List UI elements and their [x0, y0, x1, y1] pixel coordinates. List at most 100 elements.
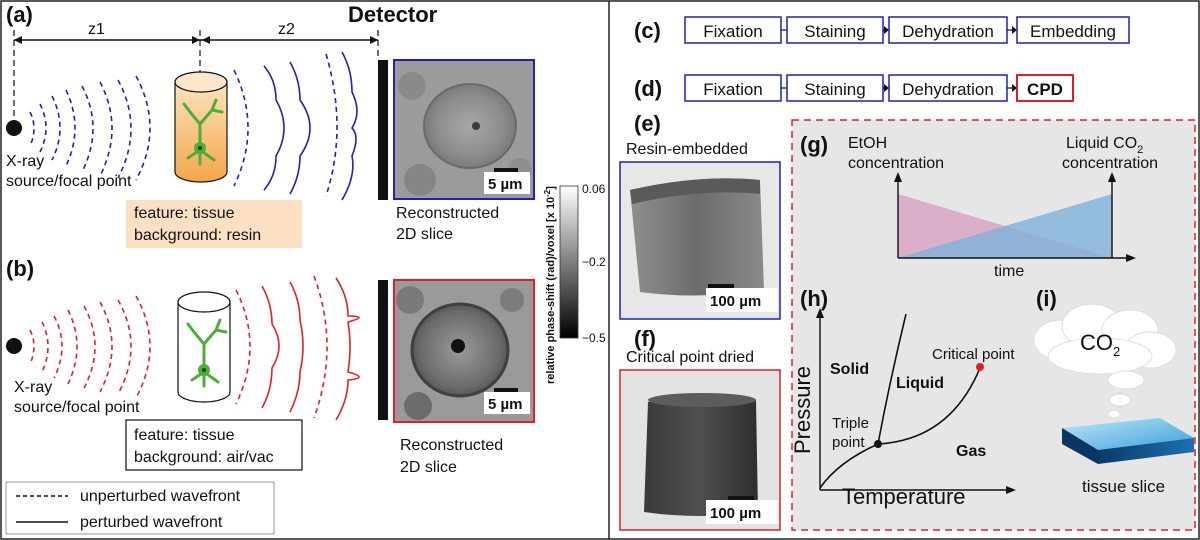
wavefronts-unperturbed-a	[29, 53, 338, 197]
xray-source-b	[6, 338, 22, 354]
panel-b: (b) X-ray source/focal point	[6, 256, 535, 476]
protocol-d-step-4: CPD	[1027, 80, 1063, 99]
label-b: (b)	[6, 256, 34, 281]
panel-c: (c) Fixation Staining Dehydration Embedd…	[634, 16, 1130, 44]
scale-f: 100 µm	[710, 505, 761, 522]
recon-a-line1: Reconstructed	[396, 205, 499, 222]
etoh-line2: concentration	[848, 155, 944, 172]
wavefronts-perturbed-b	[261, 277, 360, 421]
sublimation-curve	[819, 443, 879, 489]
z1-label: z1	[88, 21, 105, 38]
protocol-c-step-4: Embedding	[1030, 22, 1116, 41]
colorbar-tick-bot: −0.5	[582, 331, 606, 345]
co2-conc-line2: concentration	[1062, 155, 1158, 172]
sample-f-title: Critical point dried	[626, 349, 754, 366]
xray-source-a	[6, 120, 22, 136]
detector-bar-b	[378, 280, 388, 420]
protocol-c-flow: Fixation Staining Dehydration Embedding	[684, 16, 1130, 44]
recon-b-line2: 2D slice	[400, 459, 457, 476]
melting-curve	[877, 313, 907, 445]
scale-e: 100 µm	[710, 293, 761, 310]
z2-label: z2	[278, 21, 295, 38]
legend-dashed: unperturbed wavefront	[80, 488, 241, 505]
label-e: (e)	[634, 111, 661, 136]
feature-a: feature: tissue	[134, 205, 235, 222]
sample-f-block	[644, 397, 758, 516]
detector-bar-a	[378, 60, 388, 200]
label-c: (c)	[634, 18, 661, 43]
recon-image-b: 5 µm	[393, 279, 535, 423]
panel-g: (g) EtOH concentration Liquid CO2 concen…	[800, 132, 1158, 280]
legend-solid: perturbed wavefront	[80, 514, 223, 531]
sample-e-block	[630, 178, 764, 296]
protocol-c-step-2: Staining	[804, 22, 865, 41]
protocol-d-step-1: Fixation	[703, 80, 763, 99]
triple-point-dot	[874, 440, 882, 448]
colorbar-tick-top: 0.06	[582, 182, 606, 196]
label-g: (g)	[800, 132, 828, 157]
sample-cylinder-b	[177, 291, 231, 403]
critical-point-dot	[976, 363, 984, 371]
time-label: time	[994, 263, 1024, 280]
label-a: (a)	[6, 2, 33, 27]
colorbar-label: relative phase-shift (rad)/voxel [x 10-2…	[543, 186, 557, 384]
scale-bar-a: 5 µm	[488, 176, 523, 193]
wavefronts-perturbed-a	[263, 51, 358, 201]
feature-b: feature: tissue	[134, 427, 235, 444]
neuron-icon-b	[186, 318, 228, 388]
recon-a-line2: 2D slice	[396, 226, 453, 243]
pressure-label: Pressure	[790, 366, 815, 454]
protocol-c-step-3: Dehydration	[902, 22, 994, 41]
panel-d: (d) Fixation Staining Dehydration CPD	[634, 74, 1074, 102]
temperature-label: Temperature	[842, 484, 966, 509]
feature-box-b	[125, 419, 303, 471]
panel-i: (i) CO2 tissue slice	[1033, 286, 1194, 496]
background-b: background: air/vac	[134, 449, 274, 466]
protocol-d-flow: Fixation Staining Dehydration CPD	[684, 74, 1074, 102]
vaporization-curve	[877, 367, 981, 445]
etoh-line1: EtOH	[848, 135, 887, 152]
recon-b-line1: Reconstructed	[400, 437, 503, 454]
label-d: (d)	[634, 76, 662, 101]
sample-cylinder-a	[174, 71, 228, 183]
critical-label: Critical point	[932, 346, 1015, 363]
label-i: (i)	[1036, 286, 1057, 311]
cloud-icon	[1033, 303, 1177, 419]
wavefronts-unperturbed-b	[29, 275, 328, 419]
cloud-co2: CO2	[1080, 330, 1120, 359]
label-h: (h)	[800, 286, 828, 311]
sample-e-title: Resin-embedded	[626, 141, 748, 158]
phase-liquid: Liquid	[896, 375, 944, 392]
protocol-d-step-2: Staining	[804, 80, 865, 99]
feature-box-a	[126, 200, 302, 248]
label-f: (f)	[634, 326, 656, 351]
source-a-line2: source/focal point	[6, 173, 132, 190]
phase-solid: Solid	[830, 361, 869, 378]
phase-gas: Gas	[956, 443, 986, 460]
panel-a: (a) Detector z1 z2 X-ray source/focal po…	[6, 2, 535, 248]
wavefront-legend: unperturbed wavefront perturbed wavefron…	[5, 481, 275, 535]
source-b-line2: source/focal point	[14, 399, 140, 416]
neuron-icon-a	[182, 98, 224, 166]
co2-conc-line1: Liquid CO2	[1066, 135, 1143, 156]
recon-image-a: 5 µm	[393, 59, 535, 200]
source-a-line1: X-ray	[6, 153, 44, 170]
co2-area	[898, 194, 1112, 258]
protocol-d-step-3: Dehydration	[902, 80, 994, 99]
panel-h: (h) Pressure Temperature Solid Liquid Ga…	[790, 286, 1016, 509]
panel-e: (e) Resin-embedded 100 µm	[619, 111, 781, 320]
colorbar-tick-mid: −0.2	[582, 255, 606, 269]
background-a: background: resin	[134, 227, 261, 244]
tissue-slice-icon	[1062, 418, 1194, 464]
source-b-line1: X-ray	[14, 379, 52, 396]
detector-label: Detector	[348, 2, 438, 27]
protocol-c-step-1: Fixation	[703, 22, 763, 41]
triple-line2: point	[832, 434, 865, 451]
scale-bar-b: 5 µm	[488, 396, 523, 413]
tissue-slice-label: tissue slice	[1082, 477, 1165, 496]
panel-f: (f) Critical point dried 100 µm	[619, 326, 781, 531]
triple-line1: Triple	[832, 415, 869, 432]
colorbar: 0.06 −0.2 −0.5 relative phase-shift (rad…	[543, 182, 606, 384]
